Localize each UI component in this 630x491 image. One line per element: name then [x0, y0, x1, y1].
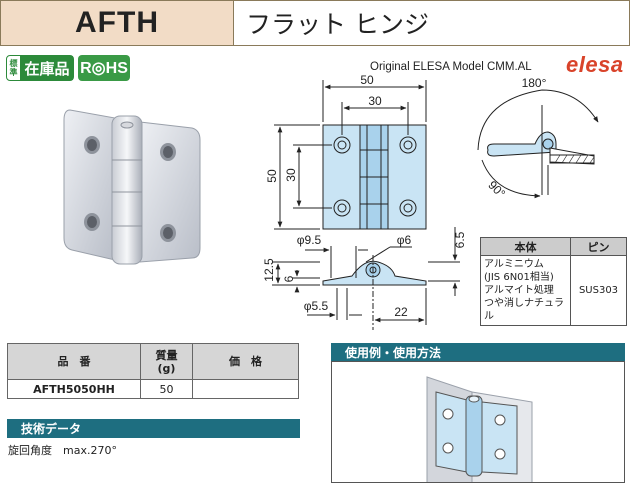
tech-section-title: 技術データ	[7, 419, 300, 437]
rohs-badge: R◎HS	[78, 55, 130, 81]
table-row: AFTH5050HH 50	[7, 379, 299, 399]
model-code: AFTH	[1, 1, 234, 45]
usage-section-title: 使用例・使用方法	[331, 343, 625, 361]
dim-pin-d: φ6	[397, 233, 412, 247]
rotation-diagram	[477, 89, 599, 199]
dim-total-h: 12.5	[262, 258, 276, 282]
dim-height-inner: 30	[284, 168, 298, 182]
material-col-pin: ピン	[570, 237, 627, 256]
dim-offset: 22	[394, 305, 408, 319]
material-pin-cell: SUS303	[570, 255, 627, 326]
tech-divider	[7, 437, 300, 438]
stock-badge-small-bottom: 準	[9, 68, 18, 77]
part-no-cell: AFTH5050HH	[7, 379, 141, 399]
dim-hole-d: φ9.5	[297, 233, 322, 247]
product-name: フラット ヒンジ	[246, 10, 429, 39]
usage-image	[331, 361, 625, 483]
material-col-body: 本体	[480, 237, 571, 256]
dim-width-inner: 30	[368, 94, 382, 108]
stock-badge-label: 在庫品	[21, 56, 73, 80]
rotation-angle-text: 旋回角度 max.270°	[8, 444, 117, 457]
original-model-text: Original ELESA Model CMM.AL	[370, 61, 532, 73]
angle-right: 90°	[485, 178, 508, 201]
spec-col-price: 価 格	[192, 343, 299, 380]
mass-cell: 50	[140, 379, 193, 399]
usage-illustration	[426, 376, 533, 482]
material-table: 本体 ピン アルミニウム (JIS 6N01相当) アルマイト処理 つや消しナチ…	[480, 237, 627, 326]
dim-height-total: 50	[265, 169, 279, 183]
price-cell	[192, 379, 299, 399]
dim-thickness: 6.5	[453, 231, 467, 248]
angle-open: 180°	[522, 76, 547, 90]
stock-badge-small-top: 標	[9, 59, 18, 68]
dim-plate: 6	[282, 275, 296, 282]
spec-col-part-no: 品 番	[7, 343, 141, 380]
stock-badge: 標 準 在庫品	[6, 55, 74, 81]
elesa-logo: elesa	[566, 52, 624, 77]
spec-table: 品 番 質量 (g) 価 格 AFTH5050HH 50	[7, 343, 299, 399]
material-body-cell: アルミニウム (JIS 6N01相当) アルマイト処理 つや消しナチュラル	[480, 255, 571, 326]
spec-col-mass: 質量 (g)	[140, 343, 193, 380]
dim-width-total: 50	[360, 73, 374, 87]
dim-counter: φ5.5	[304, 299, 329, 313]
hinge-photo	[63, 109, 201, 265]
front-view	[274, 80, 427, 230]
section-view	[272, 227, 460, 330]
